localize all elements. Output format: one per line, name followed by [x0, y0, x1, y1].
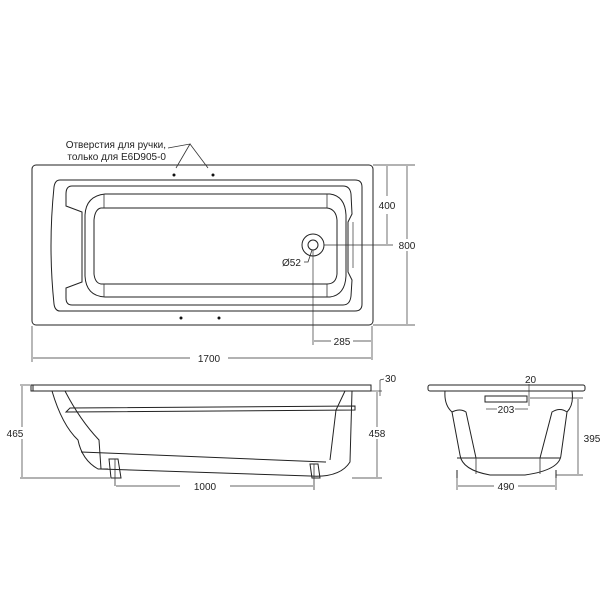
dim-490: 490: [498, 482, 515, 493]
annotation-leader: [189, 143, 209, 169]
label-bg: [5, 427, 23, 439]
handle-hole: [179, 316, 183, 320]
end-overflow: [484, 395, 528, 403]
dim-1000: 1000: [194, 482, 217, 493]
annotation-line2: только для E6D905-0: [67, 152, 166, 163]
dim-800: 800: [399, 241, 416, 252]
dim-395: 395: [584, 434, 600, 445]
drain-inner: [307, 239, 319, 251]
handle-hole: [172, 173, 176, 177]
top-view: Отверстия для ручки, только для E6D905-0…: [31, 140, 419, 365]
dim-465: 465: [7, 429, 24, 440]
side-bottom-outer: [99, 390, 353, 477]
side-shelf: [64, 405, 356, 413]
handle-hole: [211, 173, 215, 177]
dim-30: 30: [385, 374, 397, 385]
side-right-wall: [329, 390, 346, 461]
end-rim: [427, 384, 586, 392]
dim-drain-diameter: Ø52: [282, 258, 301, 269]
leader: [379, 378, 385, 381]
label-bg: [583, 432, 600, 444]
dim-458: 458: [369, 429, 386, 440]
end-left-wall: [451, 409, 477, 459]
outer-rim: [31, 164, 374, 326]
dim-400: 400: [379, 201, 396, 212]
diameter-leader: [304, 249, 313, 263]
side-bottom-line: [80, 451, 326, 463]
dim-1700: 1700: [198, 354, 221, 365]
side-left-wall-inner: [64, 390, 102, 470]
basin-outer: [65, 185, 353, 306]
label-bg: [368, 427, 386, 439]
side-rim: [30, 384, 372, 392]
end-view: 20 203 395 490: [427, 375, 600, 493]
end-right-wall: [539, 409, 568, 459]
side-left-wall-outer: [51, 390, 108, 470]
leg-right: [309, 463, 321, 479]
dim-20: 20: [525, 375, 537, 386]
inner-rim: [50, 179, 363, 312]
dim-203: 203: [498, 405, 515, 416]
handle-hole: [217, 316, 221, 320]
side-view: 465 30 458 1000: [5, 374, 397, 493]
dim-285: 285: [334, 337, 351, 348]
label-bg: [397, 239, 419, 251]
annotation-line1: Отверстия для ручки,: [66, 140, 166, 151]
annotation-leader: [167, 143, 191, 169]
basin-floor: [93, 207, 338, 285]
basin-inner: [84, 193, 347, 298]
end-body-outer: [444, 390, 573, 476]
